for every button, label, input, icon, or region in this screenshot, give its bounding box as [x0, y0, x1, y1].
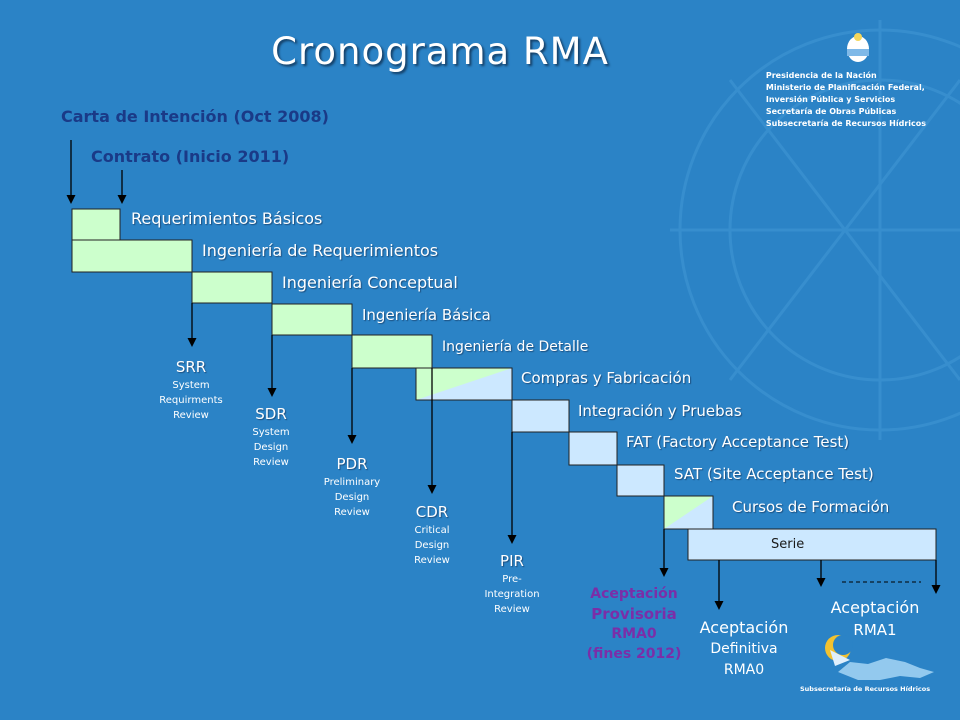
review-full: Design [414, 540, 450, 551]
review-srr: SRR System Requirments Review [151, 358, 231, 423]
review-full: Design [253, 442, 289, 453]
milestone-definitiva: Aceptación Definitiva RMA0 [684, 617, 804, 681]
task-label-sat: SAT (Site Acceptance Test) [674, 465, 874, 483]
bar-ingenieria-conceptual [191, 271, 273, 304]
review-full: Design [334, 492, 370, 503]
review-abbr: CDR [415, 503, 449, 521]
bar-ingenieria-detalle [351, 334, 433, 369]
task-label-compras: Compras y Fabricación [521, 369, 692, 387]
review-abbr: SDR [255, 405, 287, 423]
review-abbr: PDR [336, 455, 368, 473]
bar-cursos-green [664, 496, 713, 529]
review-full: Integration [484, 589, 540, 600]
logo-line: Inversión Pública y Servicios [765, 95, 896, 104]
task-label-ingenieria-basica: Ingeniería Básica [362, 306, 491, 324]
bar-fat [568, 431, 618, 466]
review-full: Requirments [159, 395, 223, 406]
bar-ingenieria-basica [271, 303, 353, 336]
milestone-line: Definitiva [710, 641, 778, 657]
logo-line: Secretaría de Obras Públicas [765, 107, 897, 116]
contrato-label: Contrato (Inicio 2011) [91, 147, 290, 166]
review-abbr: PIR [500, 552, 524, 570]
milestone-line: RMA0 [611, 626, 657, 642]
review-sdr: SDR System Design Review [241, 405, 301, 470]
bar-ingenieria-requerimientos [71, 239, 193, 273]
bar-compras-green [416, 368, 512, 400]
task-label-fat: FAT (Factory Acceptance Test) [626, 433, 850, 451]
srh-caption: Subsecretaría de Recursos Hídricos [800, 685, 931, 693]
task-label-ingenieria-requerimientos: Ingeniería de Requerimientos [202, 241, 439, 260]
review-pir: PIR Pre- Integration Review [477, 552, 547, 617]
review-pdr: PDR Preliminary Design Review [317, 455, 387, 520]
review-abbr: SRR [175, 358, 207, 376]
bar-integracion [511, 399, 570, 433]
review-full: Review [414, 555, 450, 566]
task-label-integracion: Integración y Pruebas [578, 402, 742, 420]
bar-requerimientos-basicos [71, 208, 121, 241]
carta-label: Carta de Intención (Oct 2008) [61, 107, 329, 126]
argentina-shield-icon [847, 33, 869, 62]
task-label-requerimientos-basicos: Requerimientos Básicos [131, 209, 323, 228]
milestone-line: (fines 2012) [586, 646, 682, 662]
review-full: Preliminary [323, 477, 381, 488]
task-label-cursos: Cursos de Formación [732, 498, 890, 516]
logo-text: Presidencia de la Nación Ministerio de P… [766, 70, 926, 130]
task-label-ingenieria-detalle: Ingeniería de Detalle [442, 339, 589, 355]
review-full: Review [334, 507, 370, 518]
milestone-rma1: Aceptación RMA1 [820, 597, 930, 641]
milestone-provisoria: Aceptación Provisoria RMA0 (fines 2012) [572, 584, 696, 664]
review-full: Review [494, 604, 530, 615]
bar-serie [687, 528, 937, 561]
milestone-line: RMA0 [723, 662, 765, 678]
review-full: System [172, 380, 210, 391]
milestone-line: Aceptación [699, 618, 789, 637]
milestone-line: RMA1 [853, 621, 897, 639]
review-full: Review [173, 410, 209, 421]
milestone-line: Aceptación [830, 598, 920, 617]
review-full: Pre- [502, 574, 522, 585]
task-label-serie: Serie [771, 537, 805, 552]
review-full: Critical [414, 525, 450, 536]
task-label-ingenieria-conceptual: Ingeniería Conceptual [282, 273, 458, 292]
bar-sat [616, 464, 665, 497]
milestone-line: Provisoria [591, 605, 677, 623]
milestone-line: Aceptación [590, 586, 678, 602]
logo-line: Presidencia de la Nación [765, 71, 877, 80]
slide-title: Cronograma RMA [271, 30, 609, 73]
logo-line: Ministerio de Planificación Federal, [765, 83, 925, 92]
srh-map-logo [825, 635, 934, 680]
review-cdr: CDR Critical Design Review [402, 503, 462, 568]
review-full: System [252, 427, 290, 438]
review-full: Review [253, 457, 289, 468]
logo-line: Subsecretaría de Recursos Hídricos [765, 119, 926, 128]
